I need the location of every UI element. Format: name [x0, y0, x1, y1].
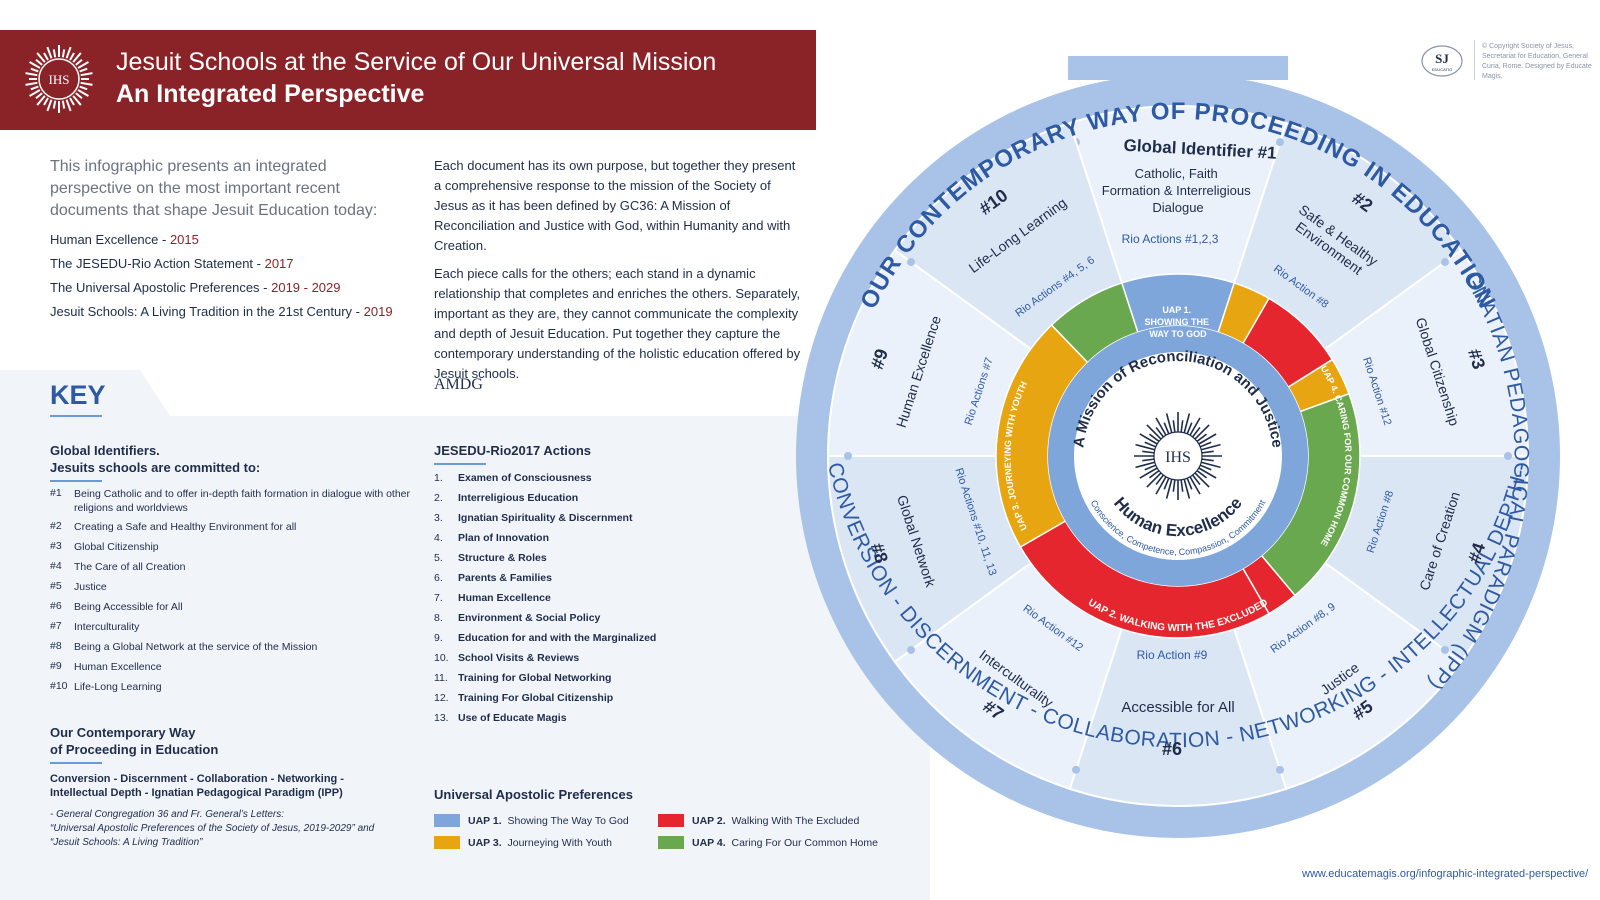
svg-text:SJ: SJ — [1435, 51, 1449, 66]
ihs-sun-logo-icon: IHS — [25, 45, 93, 113]
paragraph: Each piece calls for the others; each st… — [434, 266, 801, 381]
page-title: Jesuit Schools at the Service of Our Uni… — [116, 48, 717, 76]
jesedu-action-item: 12.Training For Global Citizenship — [434, 692, 614, 704]
connector-dot — [907, 645, 916, 654]
cwp-text: Conversion - Discernment - Collaboration… — [50, 773, 344, 799]
document-item: The JESEDU-Rio Action Statement - 2017 — [50, 256, 294, 271]
connector-dot — [1440, 645, 1449, 654]
header-banner: IHS Jesuit Schools at the Service of Our… — [0, 30, 816, 130]
key-title: KEY — [50, 380, 106, 417]
underline — [50, 415, 102, 417]
ihs-sun-icon — [1134, 412, 1222, 500]
amdg-mark: AMDG — [434, 376, 483, 393]
connector-dot — [1440, 258, 1449, 267]
uap-heading: Universal Apostolic Preferences — [434, 787, 633, 802]
jesedu-action-item: 10.School Visits & Reviews — [434, 652, 580, 664]
rio-top: Rio Actions #1,2,3 — [1122, 232, 1219, 246]
underline — [50, 480, 102, 482]
document-item: The Universal Apostolic Preferences - 20… — [50, 280, 341, 295]
jesedu-action-item: 1.Examen of Consciousness — [434, 472, 592, 484]
jesedu-action-item: 11.Training for Global Networking — [434, 672, 612, 684]
document-item: Jesuit Schools: A Living Tradition in th… — [50, 304, 393, 319]
uap-legend-item: UAP 4. Caring For Our Common Home — [658, 836, 878, 849]
footer-link[interactable]: www.educatemagis.org/infographic-integra… — [1302, 868, 1589, 880]
integrated-perspective-wheel: OUR CONTEMPORARY WAY OF PROCEEDING IN ED… — [796, 56, 1560, 838]
cwp-note: - General Congregation 36 and Fr. Genera… — [50, 809, 375, 848]
cwp-heading: Our Contemporary Way of Proceeding in Ed… — [50, 724, 218, 764]
gi6-label: Accessible for All — [1121, 699, 1234, 716]
underline — [50, 762, 102, 764]
uap-legend-item: UAP 3. Journeying With Youth — [434, 836, 612, 849]
intro-text: This infographic presents an integrated … — [50, 158, 378, 219]
uap-legend-item: UAP 1. Showing The Way To God — [434, 814, 629, 827]
jesedu-action-item: 13.Use of Educate Magis — [434, 712, 567, 724]
jesedu-action-item: 3.Ignatian Spirituality & Discernment — [434, 512, 633, 524]
divider — [1474, 40, 1475, 80]
top-tab — [1068, 56, 1288, 80]
jesedu-action-item: 6.Parents & Families — [434, 572, 552, 584]
connector-dot — [1275, 138, 1284, 147]
center-monogram: IHS — [1165, 449, 1191, 466]
jesedu-actions-list: 1.Examen of Consciousness 2.Interreligiou… — [434, 472, 764, 732]
paragraph: Each document has its own purpose, but t… — [434, 158, 796, 253]
rio-bottom: Rio Action #9 — [1137, 648, 1208, 662]
uap-swatch — [434, 836, 460, 849]
connector-dot — [1072, 765, 1081, 774]
uap1-label: UAP 1. SHOWING THE WAY TO GOD — [1144, 305, 1211, 339]
sj-educatio-logo-icon: SJ EDUCATIO — [1421, 45, 1463, 77]
copyright-text: © Copyright Society of Jesus, Secretaria… — [1482, 43, 1592, 80]
jesedu-action-item: 7.Human Excellence — [434, 592, 551, 604]
jesedu-action-item: 8.Environment & Social Policy — [434, 612, 601, 624]
connector-dot — [1275, 765, 1284, 774]
uap-swatch — [434, 814, 460, 827]
document-item: Human Excellence - 2015 — [50, 232, 199, 247]
svg-text:EDUCATIO: EDUCATIO — [1432, 67, 1452, 72]
banner-monogram: IHS — [49, 72, 70, 87]
uap-legend-item: UAP 2. Walking With The Excluded — [658, 814, 859, 827]
connector-dot — [844, 452, 852, 460]
connector-dot — [907, 258, 916, 267]
uap-swatch — [658, 814, 684, 827]
connector-dot — [1504, 452, 1512, 460]
uap-swatch — [658, 836, 684, 849]
jr-heading: JESEDU-Rio2017 Actions — [434, 442, 591, 465]
key-background — [0, 370, 930, 900]
sun-core — [1153, 431, 1203, 481]
document-list: Human Excellence - 2015 The JESEDU-Rio A… — [50, 228, 420, 324]
gi1-description: Catholic, Faith Formation & Interreligio… — [1102, 166, 1254, 215]
jesedu-action-item: 9.Education for and with the Marginalize… — [434, 632, 657, 644]
description-paragraphs: Each document has its own purpose, but t… — [434, 156, 804, 392]
gi6-number: #6 — [1162, 739, 1182, 759]
jesedu-action-item: 5.Structure & Roles — [434, 552, 547, 564]
page-subtitle: An Integrated Perspective — [116, 80, 425, 108]
underline — [434, 463, 486, 465]
gi-heading: Global Identifiers. Jesuits schools are … — [50, 442, 260, 482]
jesedu-action-item: 2.Interreligious Education — [434, 492, 579, 504]
jesedu-action-item: 4.Plan of Innovation — [434, 532, 549, 544]
